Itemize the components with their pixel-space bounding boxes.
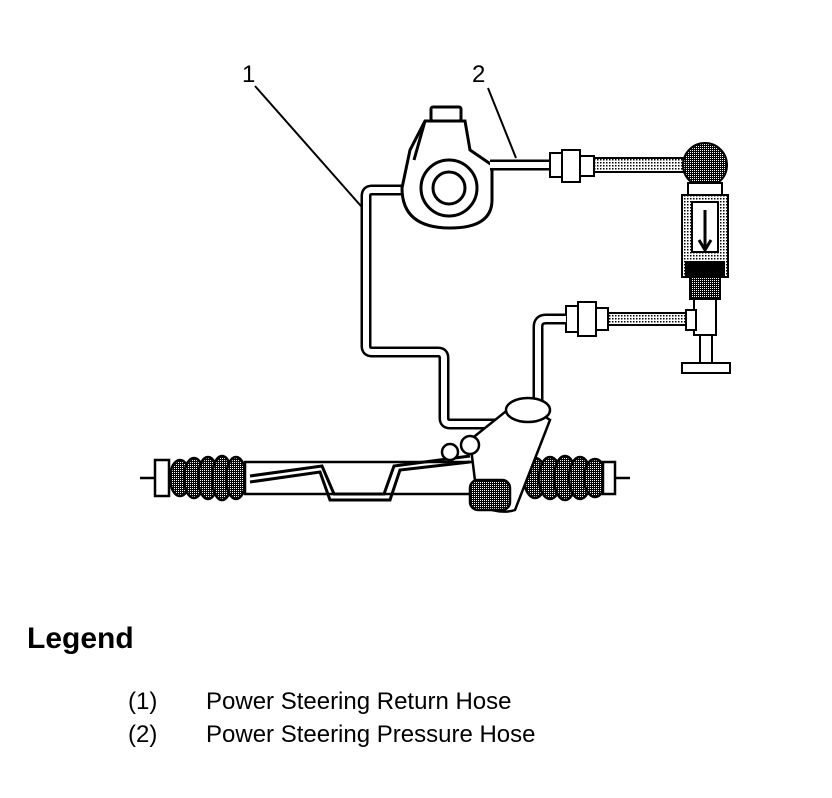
power-steering-diagram: 1 2	[140, 61, 731, 513]
power-steering-pump	[400, 105, 494, 230]
steering-valve-housing	[440, 396, 552, 513]
shutoff-valve	[681, 298, 731, 374]
leader-line-2	[487, 87, 517, 159]
legend-item-label: Power Steering Pressure Hose	[206, 721, 536, 748]
pressure-gauge	[681, 142, 729, 300]
leader-line-1	[254, 85, 369, 215]
braided-hose-upper	[593, 157, 687, 173]
callout-1: 1	[242, 61, 255, 88]
lower-hose-fitting	[565, 301, 609, 337]
return-hose	[360, 184, 498, 430]
legend-item-2: (2) Power Steering Pressure Hose	[128, 721, 535, 749]
legend-item-number: (1)	[128, 688, 158, 715]
pressure-hose-fitting	[549, 149, 595, 183]
steering-rack	[140, 396, 630, 513]
legend-title: Legend	[27, 622, 134, 655]
left-rack-boot	[153, 454, 248, 502]
legend-item-number: (2)	[128, 721, 158, 748]
braided-hose-lower	[605, 312, 687, 326]
callout-2: 2	[472, 61, 485, 88]
legend-item-1: (1) Power Steering Return Hose	[128, 688, 511, 716]
right-rack-boot	[522, 454, 617, 502]
gauge-to-rack-line	[532, 313, 566, 400]
legend-item-label: Power Steering Return Hose	[206, 688, 512, 715]
